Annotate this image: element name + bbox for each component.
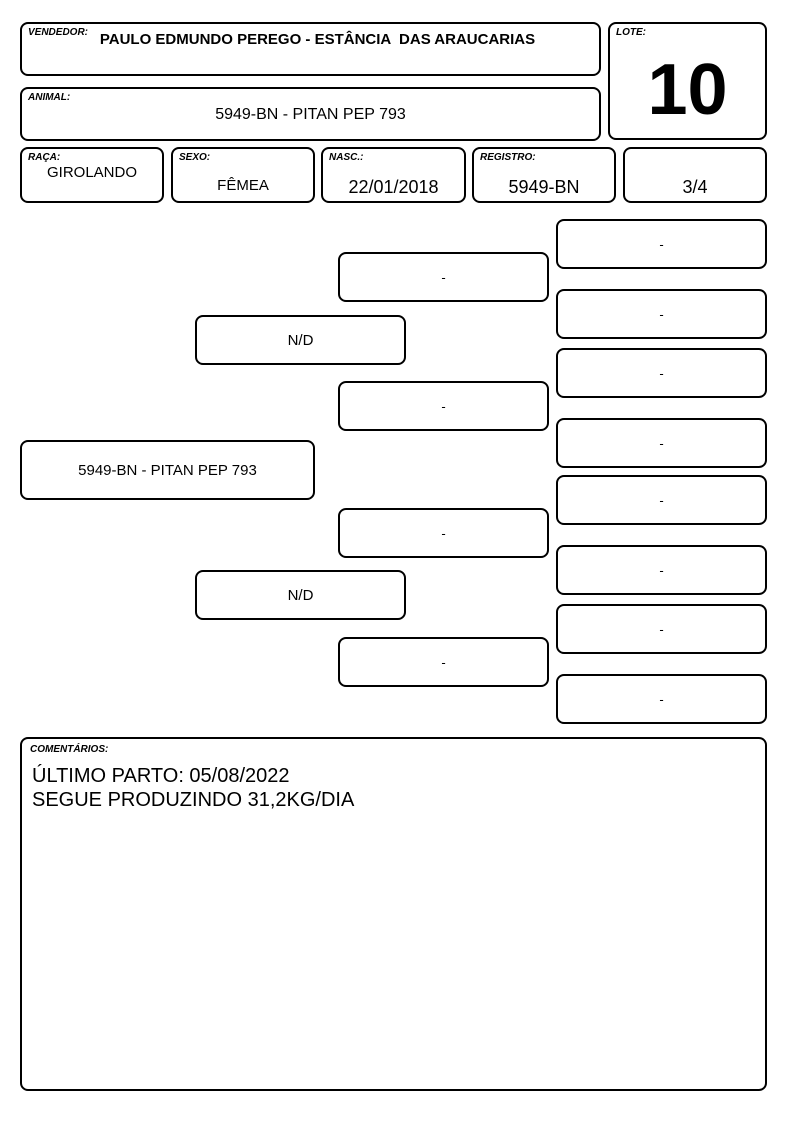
animal-box: ANIMAL: 5949-BN - PITAN PEP 793: [20, 87, 601, 141]
registro-value: 5949-BN: [508, 177, 580, 197]
comments-line-1: ÚLTIMO PARTO: 05/08/2022: [32, 765, 290, 787]
sexo-value: FÊMEA: [217, 177, 269, 194]
pedigree-great-grandparent-label: -: [659, 492, 664, 508]
pedigree-great-grandparent: -: [556, 604, 767, 654]
lote-box: LOTE: 10: [608, 22, 767, 140]
pedigree-great-grandparent: -: [556, 219, 767, 269]
pedigree-great-grandparent-label: -: [659, 691, 664, 707]
lote-label: LOTE:: [616, 27, 646, 38]
pedigree-great-grandparent-label: -: [659, 236, 664, 252]
vendedor-label: VENDEDOR:: [28, 27, 89, 38]
pedigree-great-grandparent-label: -: [659, 306, 664, 322]
nasc-label: NASC.:: [329, 152, 364, 163]
pedigree-sire-label: N/D: [287, 331, 314, 349]
pedigree-grandparent: -: [338, 252, 549, 302]
nasc-value: 22/01/2018: [348, 177, 439, 197]
pedigree-great-grandparent: -: [556, 545, 767, 595]
raca-value: GIROLANDO: [46, 164, 137, 181]
pedigree-great-grandparent-label: -: [659, 365, 664, 381]
pedigree-grandparent-label: -: [441, 525, 446, 541]
animal-label: ANIMAL:: [28, 92, 71, 103]
comments-line-2: SEGUE PRODUZINDO 31,2KG/DIA: [32, 789, 355, 811]
animal-value: 5949-BN - PITAN PEP 793: [215, 106, 406, 123]
pedigree-grandparent-label: -: [441, 398, 446, 414]
pedigree-great-grandparent: -: [556, 418, 767, 468]
pedigree-grandparent: -: [338, 508, 549, 558]
comments-label: COMENTÁRIOS:: [30, 744, 109, 755]
pedigree-grandparent: -: [338, 637, 549, 687]
vendedor-box: VENDEDOR: PAULO EDMUNDO PEREGO - ESTÂNCI…: [20, 22, 601, 76]
pedigree-dam-label: N/D: [287, 586, 314, 604]
comments-box: COMENTÁRIOS: ÚLTIMO PARTO: 05/08/2022 SE…: [20, 737, 767, 1091]
raca-box: RAÇA: GIROLANDO: [20, 147, 164, 203]
registro-box: REGISTRO: 5949-BN: [472, 147, 616, 203]
pedigree-grandparent: -: [338, 381, 549, 431]
pedigree-great-grandparent: -: [556, 289, 767, 339]
pedigree-great-grandparent: -: [556, 674, 767, 724]
pedigree-sire: N/D: [195, 315, 406, 365]
pedigree-great-grandparent: -: [556, 348, 767, 398]
nasc-box: NASC.: 22/01/2018: [321, 147, 466, 203]
vendedor-value: PAULO EDMUNDO PEREGO - ESTÂNCIA DAS ARAU…: [99, 31, 536, 48]
lote-number: 10: [647, 50, 728, 130]
pedigree-great-grandparent-label: -: [659, 621, 664, 637]
pedigree-grandparent-label: -: [441, 654, 446, 670]
pedigree-great-grandparent: -: [556, 475, 767, 525]
pedigree-great-grandparent-label: -: [659, 562, 664, 578]
grau-box: 3/4: [623, 147, 767, 203]
pedigree-animal-label: 5949-BN - PITAN PEP 793: [78, 461, 257, 479]
grau-value: 3/4: [682, 177, 708, 197]
raca-label: RAÇA:: [28, 152, 61, 163]
sexo-label: SEXO:: [179, 152, 211, 163]
pedigree-dam: N/D: [195, 570, 406, 620]
sexo-box: SEXO: FÊMEA: [171, 147, 315, 203]
pedigree-great-grandparent-label: -: [659, 435, 664, 451]
registro-label: REGISTRO:: [480, 152, 536, 163]
pedigree-grandparent-label: -: [441, 269, 446, 285]
pedigree-animal: 5949-BN - PITAN PEP 793: [20, 440, 315, 500]
